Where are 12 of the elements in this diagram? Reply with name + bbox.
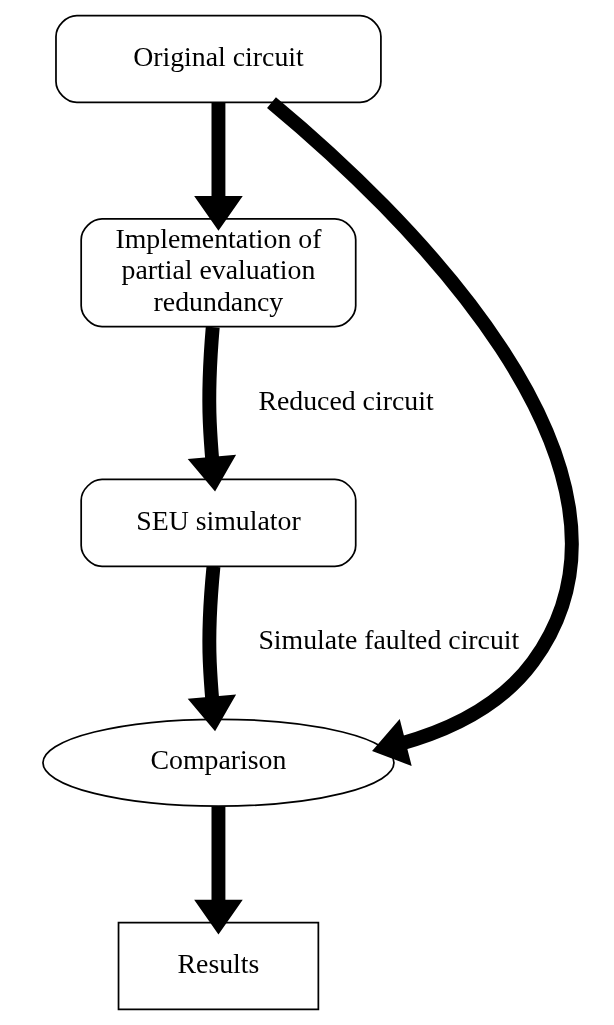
node-ellipse: Comparison <box>41 718 395 807</box>
node-box: Implementation of partial evaluation redundancy <box>79 218 357 328</box>
arrow <box>193 806 243 935</box>
edge-label: Simulate faulted circuit <box>257 624 519 656</box>
arrow <box>266 97 578 767</box>
node-box: Original circuit <box>54 14 382 104</box>
node-box: Results <box>117 921 319 1011</box>
arrow <box>187 326 236 492</box>
arrow <box>187 566 236 732</box>
node-box: SEU simulator <box>79 478 357 568</box>
edge-label: Reduced circuit <box>257 384 434 416</box>
arrow <box>193 102 243 231</box>
